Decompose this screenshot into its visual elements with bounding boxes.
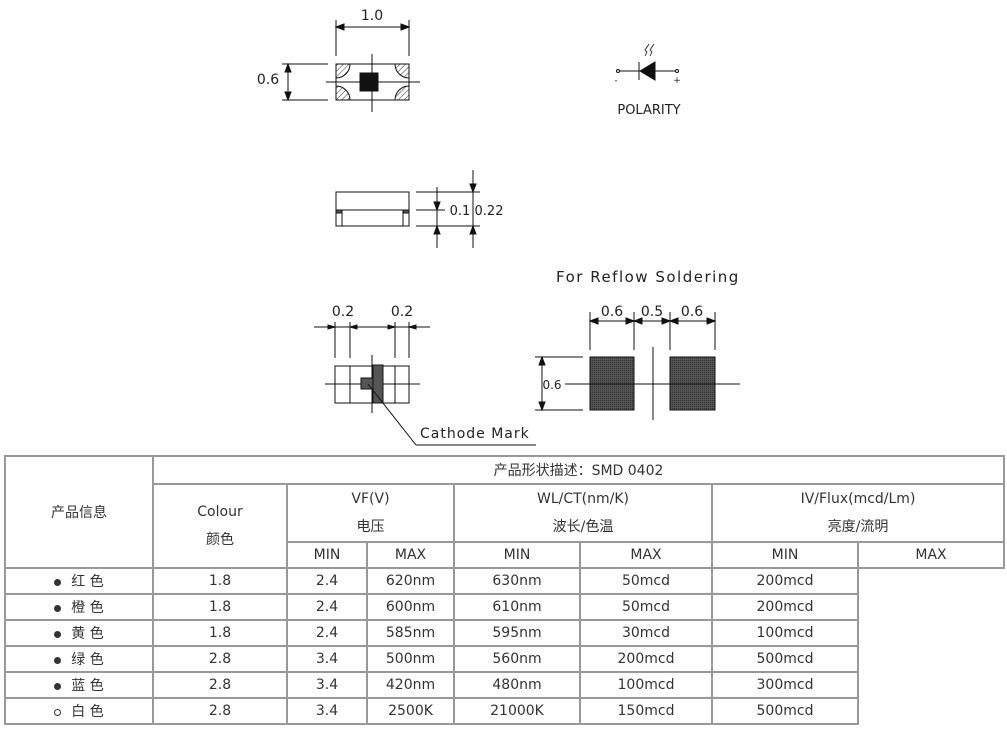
colour-cell: 黄 色	[4, 619, 154, 647]
bullet-filled-icon	[54, 604, 62, 612]
iv-max-cell: 300mcd	[711, 671, 859, 699]
colour-label: 绿 色	[71, 652, 104, 668]
side-dim-small: 0.1	[450, 204, 471, 219]
top-view	[282, 20, 420, 112]
bullet-filled-icon	[54, 682, 62, 690]
vf-max-cell: 2.4	[286, 593, 368, 621]
colour-cell: 橙 色	[4, 593, 154, 621]
table-title: 产品形状描述：SMD 0402	[152, 455, 1005, 485]
wl-min-cell: 585nm	[366, 619, 455, 647]
vf-max-header: MAX	[366, 541, 455, 569]
iv-max-cell: 500mcd	[711, 697, 859, 725]
colour-label: 蓝 色	[71, 678, 104, 694]
wl-header: WL/CT(nm/K)波长/色温	[453, 483, 713, 543]
wl-min-header: MIN	[453, 541, 581, 569]
pad-width-right: 0.6	[681, 304, 703, 320]
polarity-diode-icon	[616, 43, 679, 81]
vf-max-cell: 2.4	[286, 619, 368, 647]
bullet-filled-icon	[54, 630, 62, 638]
package-drawing: 1.0 0.6 - + POLARITY 0.1 0.22 0.2 0.2 Ca…	[257, 8, 740, 446]
vf-header: VF(V)电压	[286, 483, 455, 543]
top-width-label: 1.0	[361, 8, 383, 24]
iv-min-cell: 50mcd	[579, 593, 713, 621]
wl-max-header: MAX	[579, 541, 713, 569]
bullet-filled-icon	[54, 656, 62, 664]
pad-gap: 0.5	[641, 304, 663, 320]
wl-max-cell: 610nm	[453, 593, 581, 621]
vf-min-cell: 1.8	[152, 619, 288, 647]
colour-cell: 红 色	[4, 567, 154, 595]
colour-label: 橙 色	[71, 600, 104, 616]
iv-min-cell: 50mcd	[579, 567, 713, 595]
colour-label: 红 色	[71, 574, 104, 590]
bullet-hollow-icon	[54, 708, 62, 716]
vf-max-cell: 3.4	[286, 671, 368, 699]
colour-cell: 白 色	[4, 697, 154, 725]
polarity-minus: -	[614, 76, 617, 86]
wl-max-cell: 595nm	[453, 619, 581, 647]
vf-min-cell: 2.8	[152, 697, 288, 725]
pad-height: 0.6	[542, 378, 561, 392]
vf-max-cell: 3.4	[286, 645, 368, 673]
wl-max-cell: 560nm	[453, 645, 581, 673]
wl-max-cell: 21000K	[453, 697, 581, 725]
vf-min-cell: 2.8	[152, 671, 288, 699]
side-view	[335, 170, 480, 248]
reflow-pad-layout	[535, 312, 740, 420]
wl-min-cell: 420nm	[366, 671, 455, 699]
pad-width-left: 0.6	[601, 304, 623, 320]
wl-min-cell: 500nm	[366, 645, 455, 673]
iv-max-cell: 200mcd	[711, 593, 859, 621]
wl-min-cell: 620nm	[366, 567, 455, 595]
vf-min-cell: 2.8	[152, 645, 288, 673]
wl-max-cell: 480nm	[453, 671, 581, 699]
vf-min-cell: 1.8	[152, 567, 288, 595]
wl-min-cell: 600nm	[366, 593, 455, 621]
iv-min-header: MIN	[711, 541, 859, 569]
wl-min-cell: 2500K	[366, 697, 455, 725]
iv-max-cell: 500mcd	[711, 645, 859, 673]
vf-min-cell: 1.8	[152, 593, 288, 621]
iv-min-cell: 200mcd	[579, 645, 713, 673]
side-dim-total: 0.22	[475, 204, 504, 219]
iv-min-cell: 30mcd	[579, 619, 713, 647]
iv-min-cell: 100mcd	[579, 671, 713, 699]
bottom-view	[314, 322, 536, 446]
colour-label: 白 色	[71, 704, 104, 720]
vf-max-cell: 2.4	[286, 567, 368, 595]
iv-max-header: MAX	[857, 541, 1005, 569]
row-header: 产品信息	[4, 455, 154, 569]
bottom-dim-left: 0.2	[332, 304, 354, 320]
colour-cell: 绿 色	[4, 645, 154, 673]
wl-max-cell: 630nm	[453, 567, 581, 595]
polarity-label: POLARITY	[617, 103, 680, 118]
vf-max-cell: 3.4	[286, 697, 368, 725]
colour-cell: 蓝 色	[4, 671, 154, 699]
bottom-dim-right: 0.2	[391, 304, 413, 320]
iv-max-cell: 200mcd	[711, 567, 859, 595]
iv-header: IV/Flux(mcd/Lm)亮度/流明	[711, 483, 1005, 543]
top-height-label: 0.6	[257, 72, 279, 88]
iv-min-cell: 150mcd	[579, 697, 713, 725]
reflow-title: For Reflow Soldering	[556, 268, 740, 286]
polarity-plus: +	[673, 76, 681, 86]
vf-min-header: MIN	[286, 541, 368, 569]
iv-max-cell: 100mcd	[711, 619, 859, 647]
colour-label: 黄 色	[71, 626, 104, 642]
bullet-filled-icon	[54, 578, 62, 586]
cathode-mark-label: Cathode Mark	[420, 426, 530, 442]
